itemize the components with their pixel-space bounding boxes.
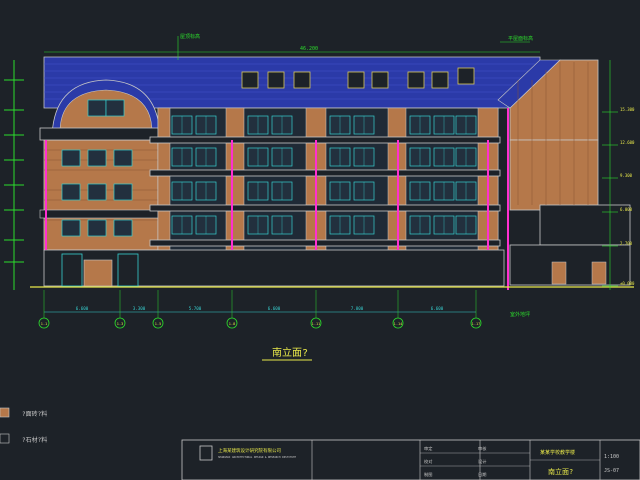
- title-block-field: 制图: [424, 471, 432, 478]
- right-wing: [497, 59, 631, 286]
- drawing-title-block: 南立面?: [262, 346, 312, 361]
- left-level-scale: [4, 60, 24, 290]
- axis-label: 1-14: [394, 322, 403, 326]
- dimension-label: 6.600: [431, 306, 444, 311]
- legend-brick-label: ?面砖?料: [22, 410, 47, 418]
- pavilion-window: [113, 149, 133, 167]
- note-right-bottom: 室外地坪: [510, 311, 530, 318]
- pavilion-window: [61, 149, 81, 167]
- ground-floor: [43, 249, 505, 287]
- axis-label: 1-11: [312, 322, 321, 326]
- company-name-en: SHANGHAI ARCHITECTURAL DESIGN & RESEARCH…: [218, 455, 297, 459]
- note-roof: 屋顶标高: [180, 33, 200, 40]
- title-block-field: 校对: [424, 458, 432, 465]
- dimension-label: 3.300: [133, 306, 146, 311]
- level-label: 12.600: [620, 140, 635, 145]
- pavilion-window: [113, 183, 133, 201]
- sheet-scale: 1:100: [604, 454, 619, 460]
- sheet-number: JS-07: [604, 468, 619, 474]
- axis-label: 1-8: [229, 322, 236, 326]
- project-name: 某某学校教学楼: [540, 449, 575, 456]
- level-label: 2.700: [620, 241, 633, 246]
- axis-grid: 1-1 1-3 1-5 1-8 1-11 1-14 1-17 6.600 3.300 5.700 6…: [38, 290, 482, 329]
- axis-label: 1-1: [41, 322, 48, 326]
- level-label: ±0.000: [620, 281, 635, 286]
- axis-bubble: [226, 317, 238, 329]
- title-block-field: 审核: [478, 445, 487, 452]
- legend: ?面砖?料 ?石材?料: [0, 407, 47, 444]
- axis-bubble: [310, 317, 322, 329]
- accent-columns: [45, 108, 509, 290]
- level-label: 9.300: [620, 173, 633, 178]
- pavilion-window: [87, 99, 107, 117]
- pavilion-window: [87, 183, 107, 201]
- main-roof: [43, 56, 541, 109]
- right-level-column: 15.300 12.600 9.300 6.000 2.700 ±0.000: [602, 60, 635, 290]
- top-dimension: 46.200: [44, 46, 540, 53]
- dimension-label: 5.700: [189, 306, 202, 311]
- dimension-label: 6.600: [76, 306, 89, 311]
- legend-stone-label: ?石材?料: [22, 436, 47, 444]
- level-label: 6.000: [620, 207, 633, 212]
- level-label: 15.300: [620, 107, 635, 112]
- pavilion-window: [105, 99, 125, 117]
- roof-dormers: [241, 67, 475, 89]
- top-dim-label: 46.200: [300, 46, 318, 52]
- title-block-field: 设计: [478, 458, 486, 465]
- drawing-notes: 屋顶标高 平屋面标高 室外地坪: [177, 33, 533, 318]
- pavilion-window: [113, 219, 133, 237]
- sheet-title-block: 上海某建筑设计研究院有限公司 SHANGHAI ARCHITECTURAL DE…: [181, 439, 640, 480]
- stone-swatch-icon: [0, 433, 10, 444]
- company-logo-icon: [199, 445, 213, 461]
- dimension-label: 7.800: [351, 306, 364, 311]
- axis-bubble: [152, 317, 164, 329]
- axis-bubble: [392, 317, 404, 329]
- axis-label: 1-3: [117, 322, 124, 326]
- title-block-field: 日期: [478, 472, 486, 478]
- pavilion-window: [61, 219, 81, 237]
- pavilion-window: [87, 149, 107, 167]
- brick-swatch-icon: [0, 407, 10, 418]
- company-name: 上海某建筑设计研究院有限公司: [218, 447, 281, 454]
- pavilion-window: [61, 183, 81, 201]
- note-right-top: 平屋面标高: [508, 35, 533, 42]
- pavilion-window: [87, 219, 107, 237]
- axis-label: 1-5: [155, 322, 162, 326]
- drawing-title: 南立面?: [272, 346, 308, 359]
- axis-label: 1-17: [472, 322, 481, 326]
- axis-bubble: [470, 317, 482, 329]
- axis-bubble: [38, 317, 50, 329]
- dimension-label: 6.600: [268, 306, 281, 311]
- axis-bubble: [114, 317, 126, 329]
- title-block-field: 审定: [424, 445, 432, 452]
- sheet-name: 南立面?: [548, 467, 573, 476]
